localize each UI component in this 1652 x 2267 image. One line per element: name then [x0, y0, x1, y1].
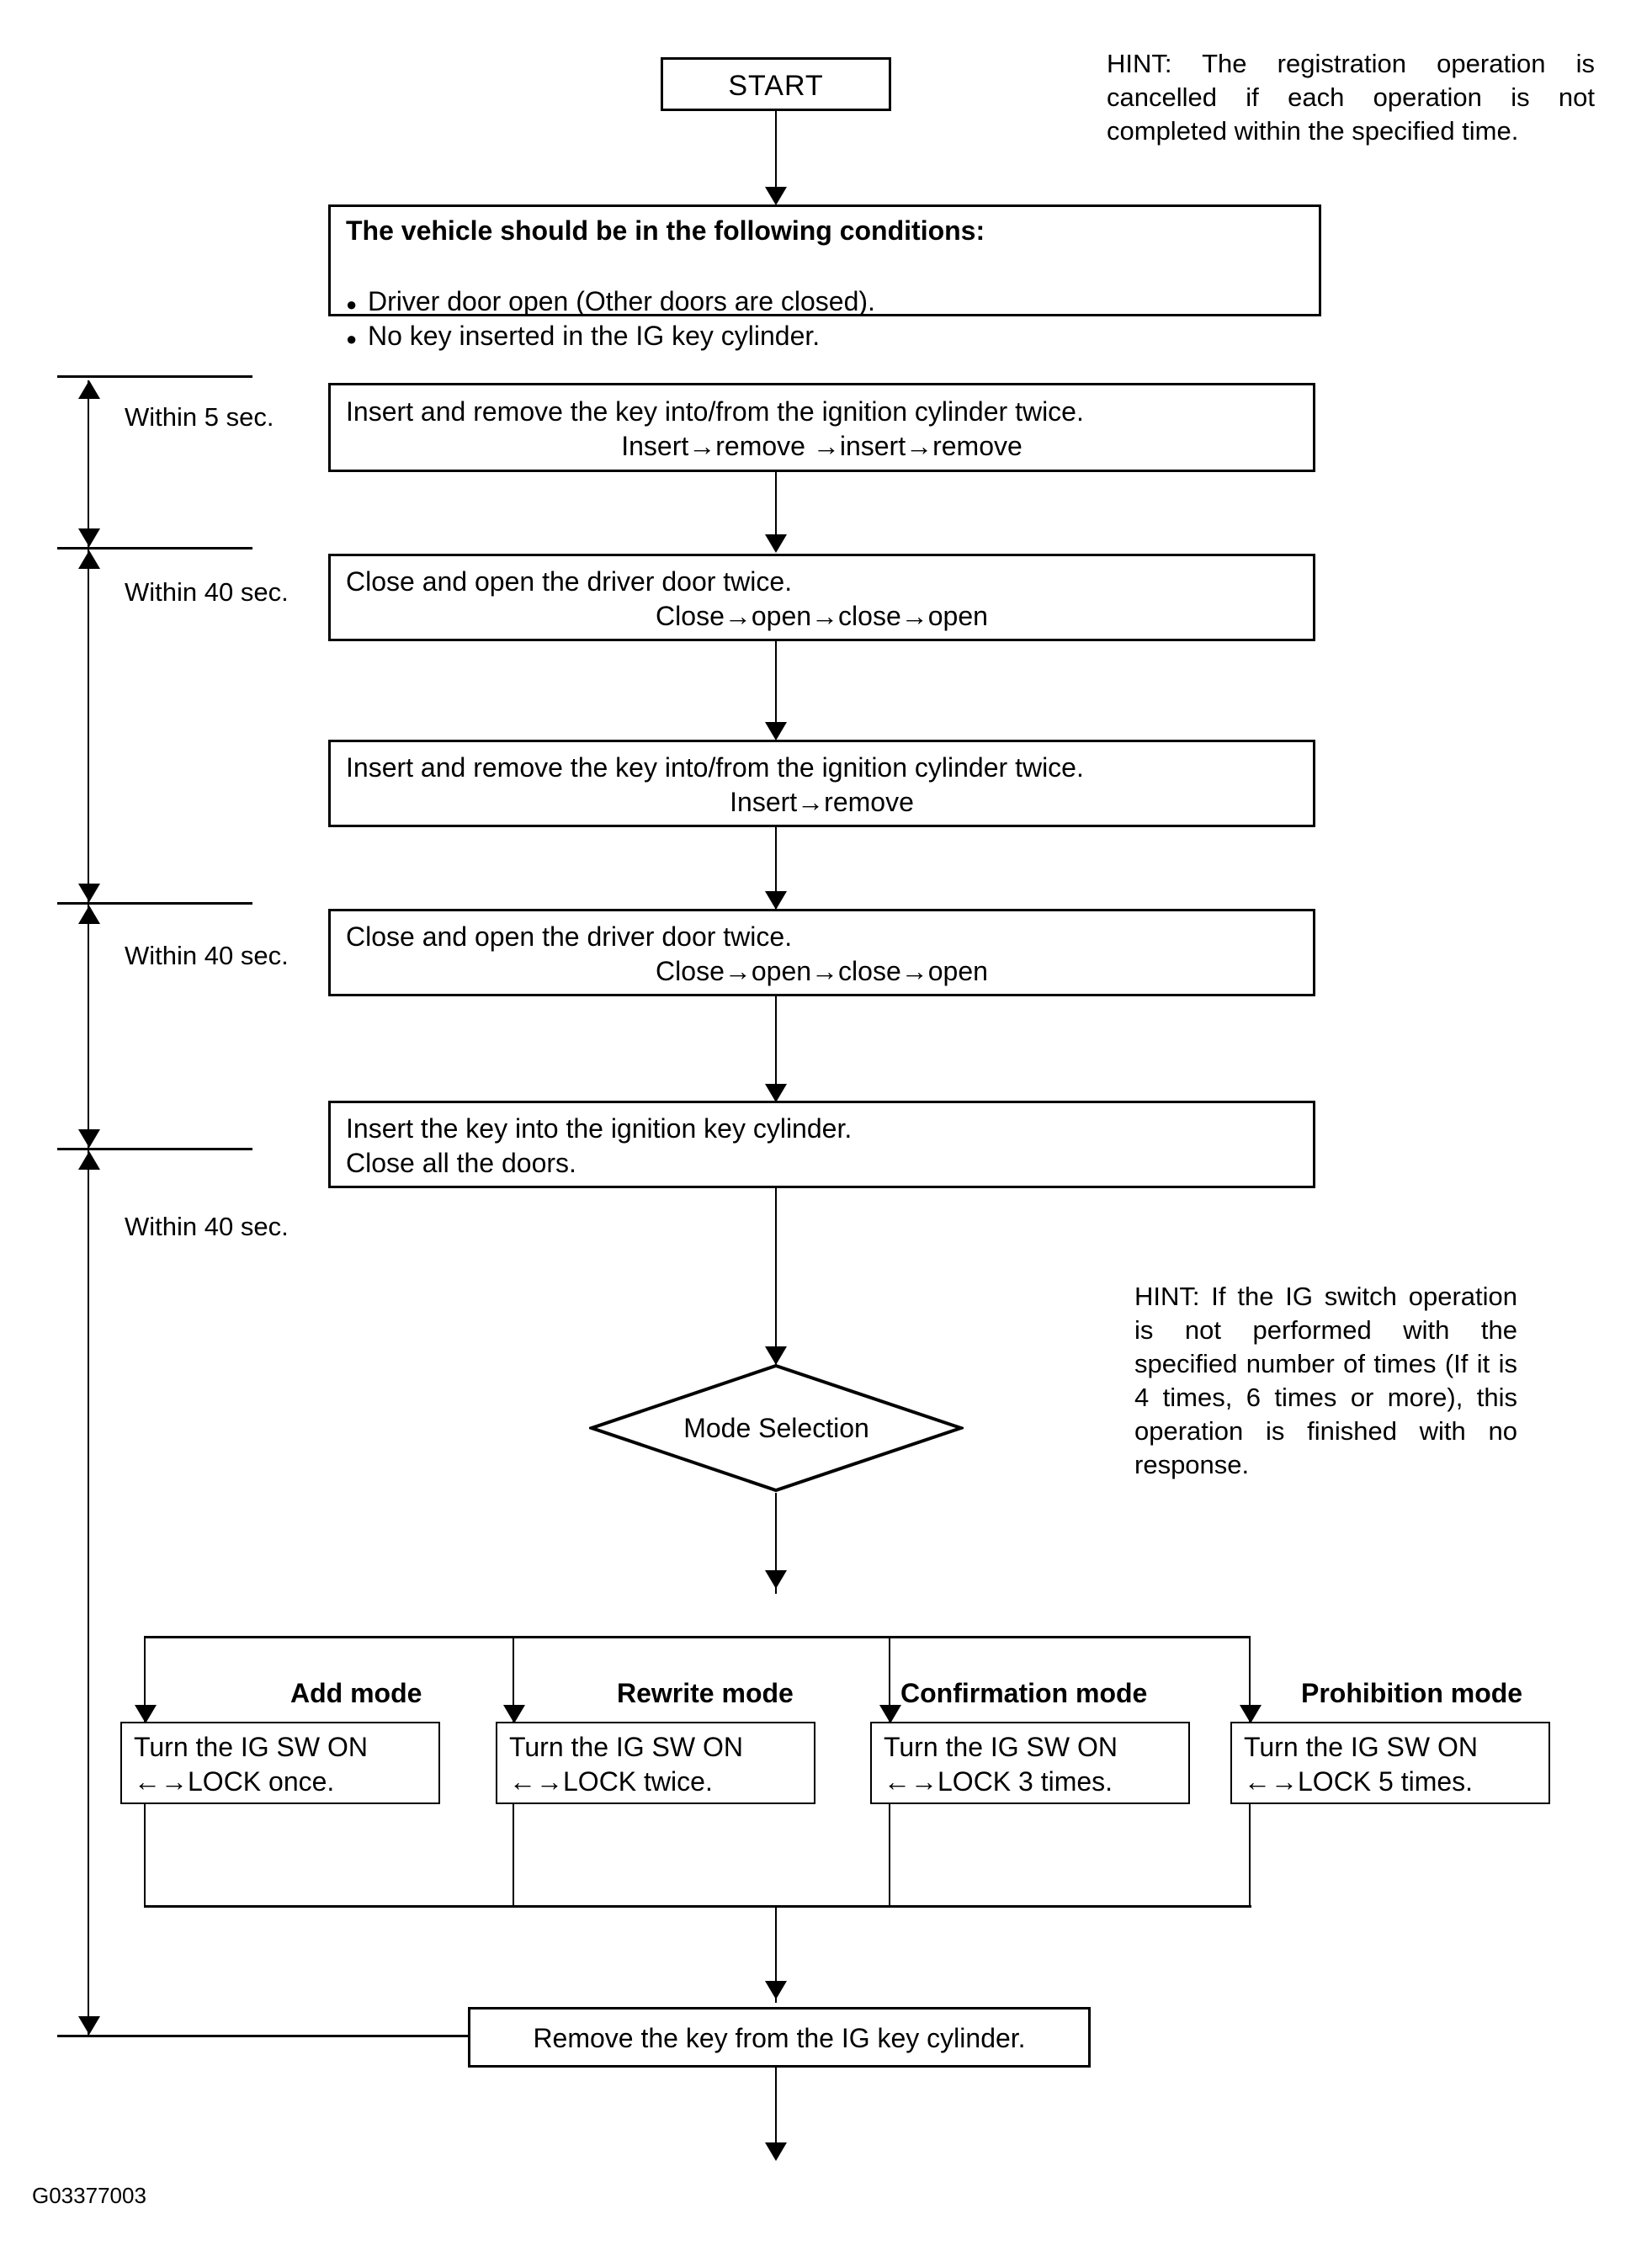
timing-label-3: Within 40 sec. — [125, 941, 289, 970]
mode-add-box: Turn the IG SW ON ←→LOCK once. — [120, 1722, 440, 1804]
conditions-item-2-label: No key inserted in the IG key cylinder. — [368, 321, 821, 351]
mode-confirmation-title: Confirmation mode — [900, 1678, 1148, 1708]
decision-diamond-shape — [589, 1363, 964, 1493]
step-insert-remove-twice-2: Insert and remove the key into/from the … — [328, 740, 1315, 827]
timing-label-1: Within 5 sec. — [125, 402, 274, 432]
timing-arrow-up-3 — [78, 905, 100, 924]
step-3-line2: Insert→remove — [730, 787, 914, 817]
arrowhead-step5-to-decision — [765, 1346, 787, 1365]
decision-mode-selection: Mode Selection — [589, 1363, 964, 1493]
step-insert-remove-twice-1: Insert and remove the key into/from the … — [328, 383, 1315, 472]
timing-tick-3 — [57, 902, 252, 905]
mode-rewrite-line1: Turn the IG SW ON — [509, 1732, 743, 1762]
connector-step3-to-step4 — [775, 827, 777, 916]
hint-mode: HINT: If the IG switch operation is not … — [1134, 1282, 1517, 1479]
step-4-line1: Close and open the driver door twice. — [346, 921, 793, 952]
step-insert-key-close-doors: Insert the key into the ignition key cyl… — [328, 1101, 1315, 1188]
conditions-item-1: ● Driver door open (Other doors are close… — [346, 250, 875, 321]
branch-bus — [144, 1636, 1251, 1638]
conditions-item-2: ● No key inserted in the IG key cylinder. — [346, 284, 820, 356]
figure-code: G03377003 — [32, 2183, 146, 2208]
connector-step1-to-step2 — [775, 472, 777, 541]
branch-drop-confirmation — [889, 1636, 890, 1728]
mode-prohibition-line2: ←→LOCK 5 times. — [1244, 1766, 1474, 1797]
step-close-open-twice-1: Close and open the driver door twice. Cl… — [328, 554, 1315, 641]
mode-rewrite-line2: ←→LOCK twice. — [509, 1766, 713, 1797]
step-close-open-twice-2: Close and open the driver door twice. Cl… — [328, 909, 1315, 996]
branch-drop-rewrite — [513, 1636, 514, 1728]
step-5-line2: Close all the doors. — [346, 1148, 576, 1178]
mode-confirmation-box: Turn the IG SW ON ←→LOCK 3 times. — [870, 1722, 1190, 1804]
arrowhead-branch-confirmation — [879, 1705, 901, 1723]
step-1-line1: Insert and remove the key into/from the … — [346, 396, 1084, 427]
step-3-line1: Insert and remove the key into/from the … — [346, 752, 1084, 783]
merge-drop-add — [144, 1804, 146, 1907]
connector-step5-to-decision — [775, 1188, 777, 1370]
timing-tick-1 — [57, 375, 252, 378]
arrowhead-step3-to-step4 — [765, 891, 787, 910]
mode-add-title: Add mode — [290, 1678, 422, 1708]
step-4-line2: Close→open→close→open — [656, 956, 988, 986]
timing-arrow-down-2 — [78, 884, 100, 902]
merge-bus — [144, 1905, 1251, 1908]
arrowhead-merge-to-end — [765, 1981, 787, 1999]
merge-drop-confirmation — [889, 1804, 890, 1907]
mode-prohibition-box: Turn the IG SW ON ←→LOCK 5 times. — [1230, 1722, 1550, 1804]
connector-step2-to-step3 — [775, 641, 777, 730]
timing-arrow-up-1 — [78, 380, 100, 399]
conditions-heading: The vehicle should be in the following c… — [346, 215, 985, 246]
connector-end-exit — [775, 2068, 777, 2158]
arrowhead-step1-to-step2 — [765, 534, 787, 553]
end-step-label: Remove the key from the IG key cylinder. — [533, 2023, 1026, 2053]
mode-add-line2: ←→LOCK once. — [134, 1766, 335, 1797]
arrowhead-branch-rewrite — [503, 1705, 525, 1723]
conditions-item-1-label: Driver door open (Other doors are closed… — [368, 286, 875, 316]
arrowhead-branch-prohibition — [1240, 1705, 1262, 1723]
timing-tick-2 — [57, 547, 252, 549]
arrowhead-branch-add — [135, 1705, 157, 1723]
timing-tick-4 — [57, 1148, 252, 1150]
hint-top: HINT: The registration operation is canc… — [1107, 49, 1595, 146]
step-2-line2: Close→open→close→open — [656, 601, 988, 631]
timing-arrow-down-3 — [78, 1129, 100, 1148]
mode-rewrite-box: Turn the IG SW ON ←→LOCK twice. — [496, 1722, 815, 1804]
timing-arrow-down-4 — [78, 2016, 100, 2035]
start-node-label: START — [728, 70, 824, 102]
timing-arrow-up-4 — [78, 1151, 100, 1170]
mode-add-line1: Turn the IG SW ON — [134, 1732, 368, 1762]
merge-drop-rewrite — [513, 1804, 514, 1907]
arrowhead-decision-to-bus — [765, 1570, 787, 1589]
bullet-icon: ● — [346, 294, 358, 315]
arrowhead-step4-to-step5 — [765, 1084, 787, 1102]
timing-label-2: Within 40 sec. — [125, 577, 289, 607]
step-1-line2: Insert→remove →insert→remove — [621, 431, 1023, 461]
mode-prohibition-line1: Turn the IG SW ON — [1244, 1732, 1478, 1762]
step-5-line1: Insert the key into the ignition key cyl… — [346, 1113, 853, 1144]
branch-drop-add — [144, 1636, 146, 1728]
bullet-icon: ● — [346, 328, 358, 349]
timing-tick-end-connector — [88, 2035, 468, 2037]
mode-prohibition-title: Prohibition mode — [1301, 1678, 1523, 1708]
merge-drop-prohibition — [1249, 1804, 1251, 1907]
timing-spine — [88, 380, 89, 2035]
step-2-line1: Close and open the driver door twice. — [346, 566, 793, 597]
arrowhead-end-exit — [765, 2142, 787, 2161]
timing-arrow-down-1 — [78, 528, 100, 547]
end-step-box: Remove the key from the IG key cylinder. — [468, 2007, 1091, 2068]
start-node: START — [661, 57, 891, 111]
arrowhead-step2-to-step3 — [765, 722, 787, 741]
branch-drop-prohibition — [1249, 1636, 1251, 1728]
connector-merge-to-end — [775, 1905, 777, 2003]
arrowhead-start-to-conditions — [765, 187, 787, 205]
timing-arrow-up-2 — [78, 550, 100, 569]
decision-label: Mode Selection — [683, 1413, 869, 1443]
mode-rewrite-title: Rewrite mode — [617, 1678, 794, 1708]
mode-confirmation-line1: Turn the IG SW ON — [884, 1732, 1118, 1762]
mode-confirmation-line2: ←→LOCK 3 times. — [884, 1766, 1113, 1797]
conditions-box: The vehicle should be in the following c… — [328, 204, 1321, 351]
connector-step4-to-step5 — [775, 996, 777, 1091]
timing-label-4: Within 40 sec. — [125, 1212, 289, 1241]
connector-start-to-conditions — [775, 111, 777, 194]
connector-decision-to-bus — [775, 1493, 777, 1594]
